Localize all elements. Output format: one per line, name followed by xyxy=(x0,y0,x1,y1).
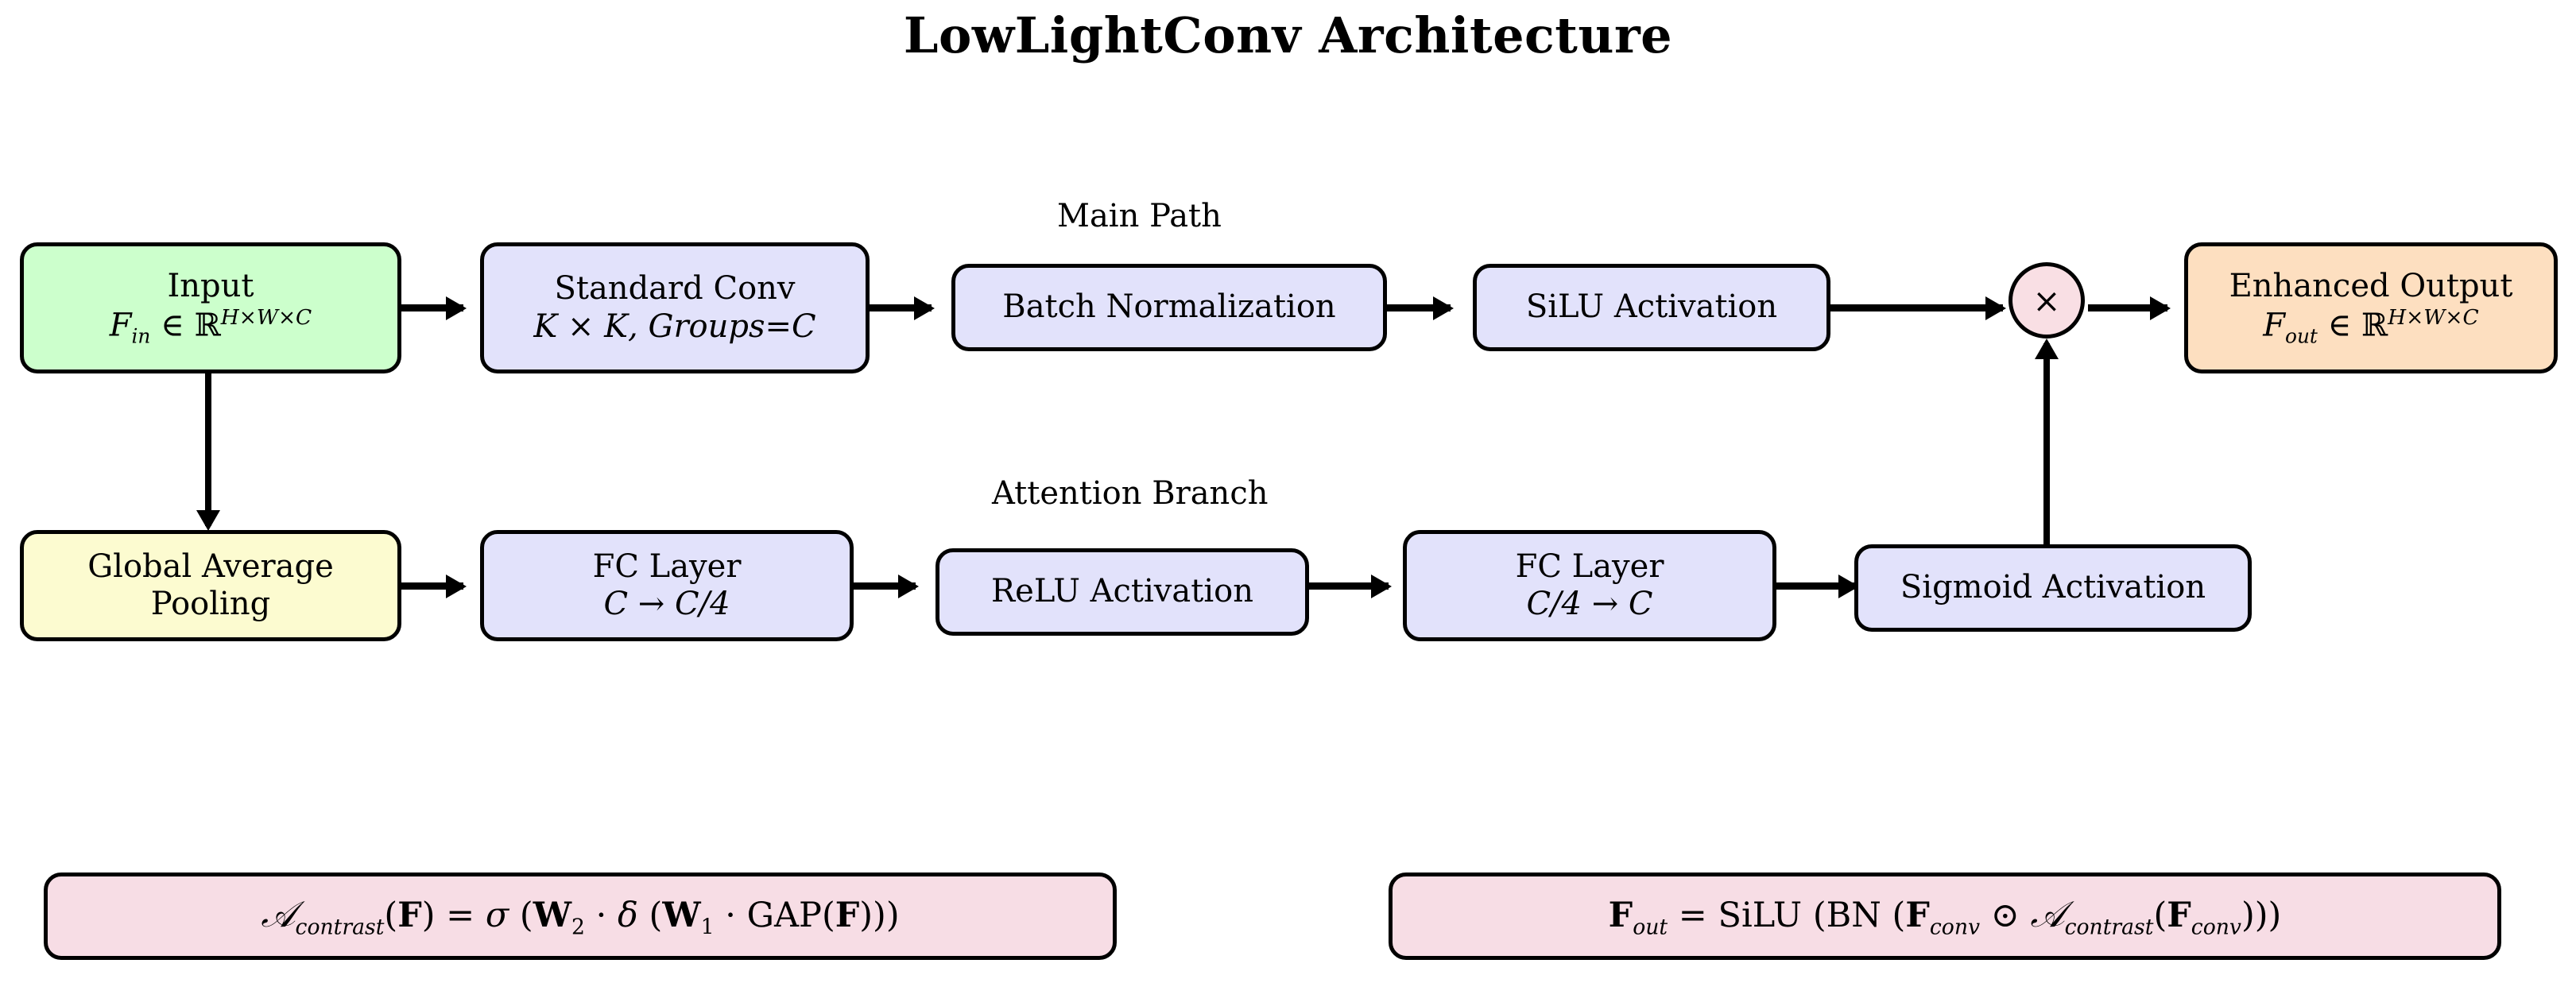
node-fc-layer-1[interactable]: FC Layer C → C/4 xyxy=(480,530,854,641)
formula-attention-F-arg: F xyxy=(835,895,860,935)
formula-output-text: Fout = SiLU (BN (Fconv ⊙ 𝒜contrast(Fconv… xyxy=(1609,893,2282,940)
node-global-average-pooling[interactable]: Global Average Pooling xyxy=(20,530,401,641)
formula-attention-dot2: · xyxy=(714,895,747,935)
input-subscript: in xyxy=(131,324,151,348)
formula-output-equals: = xyxy=(1668,895,1718,935)
arrow-multiply-to-output xyxy=(2088,304,2167,311)
arrow-sigmoid-to-multiply xyxy=(2043,343,2050,544)
arrow-conv-to-batchnorm xyxy=(870,304,932,311)
node-input-line2: Fin ∈ ℝH×W×C xyxy=(110,305,312,348)
input-superscript: H×W×C xyxy=(220,305,312,331)
node-fc2-line1: FC Layer xyxy=(1515,547,1664,585)
formula-output-open2: ( xyxy=(1881,895,1906,935)
formula-attention-W1: W xyxy=(662,895,701,935)
node-fc2-line2: C/4 → C xyxy=(1526,586,1653,622)
formula-attention: 𝒜contrast(F) = σ (W2 · δ (W1 · GAP(F))) xyxy=(44,873,1117,960)
node-fc1-line2: C → C/4 xyxy=(603,586,730,622)
arrow-input-to-gap xyxy=(205,373,211,526)
formula-attention-close: ))) xyxy=(859,895,900,935)
arrow-input-to-conv xyxy=(401,304,463,311)
formula-output-Fconv2: F xyxy=(2167,895,2191,935)
node-batchnorm-label: Batch Normalization xyxy=(1002,288,1336,326)
output-superscript: H×W×C xyxy=(2388,305,2479,331)
arrow-fc2-to-sigmoid xyxy=(1776,582,1856,590)
node-output-line1: Enhanced Output xyxy=(2229,268,2513,305)
input-relation: ∈ ℝ xyxy=(150,307,221,344)
node-silu-label: SiLU Activation xyxy=(1525,288,1778,326)
formula-attention-W2: W xyxy=(533,895,571,935)
attention-branch-label: Attention Branch xyxy=(992,475,1269,512)
node-sigmoid-activation[interactable]: Sigmoid Activation xyxy=(1854,544,2252,632)
node-fc-layer-2[interactable]: FC Layer C/4 → C xyxy=(1403,530,1776,641)
formula-output-open: ( xyxy=(1802,895,1826,935)
formula-attention-open: ( xyxy=(509,895,533,935)
formula-attention-equals: = xyxy=(435,895,486,935)
output-subscript: out xyxy=(2285,324,2318,348)
formula-output-Fconv2-sub: conv xyxy=(2191,915,2241,940)
formula-attention-paren-open: ( xyxy=(384,895,398,935)
node-conv-line2: K × K, Groups=C xyxy=(533,308,816,345)
node-gap-line2: Pooling xyxy=(150,586,271,622)
node-conv-line1: Standard Conv xyxy=(554,270,796,308)
formula-output-cal-A: 𝒜 xyxy=(2030,892,2065,935)
formula-output-bn: BN xyxy=(1826,895,1881,935)
formula-attention-W2-index: 2 xyxy=(571,915,585,940)
formula-attention-W1-index: 1 xyxy=(700,915,715,940)
formula-output-Fconv-sub: conv xyxy=(1929,915,1981,940)
node-fc1-line1: FC Layer xyxy=(592,547,742,585)
multiply-icon: × xyxy=(2032,281,2061,320)
formula-output-close: ))) xyxy=(2241,895,2282,935)
node-relu-activation[interactable]: ReLU Activation xyxy=(935,548,1309,636)
formula-attention-delta: δ xyxy=(617,895,638,935)
arrow-fc1-to-relu xyxy=(854,582,916,590)
input-symbol-F: F xyxy=(109,307,132,344)
arrow-silu-to-multiply xyxy=(1830,304,2003,311)
arrow-relu-to-fc2 xyxy=(1309,582,1389,590)
formula-output-Fconv: F xyxy=(1905,895,1930,935)
formula-output-silu: SiLU xyxy=(1718,895,1803,935)
formula-output-odot: ⊙ xyxy=(1980,895,2031,935)
main-path-label: Main Path xyxy=(1057,198,1222,234)
node-input[interactable]: Input Fin ∈ ℝH×W×C xyxy=(20,242,401,373)
arrow-gap-to-fc1 xyxy=(401,582,463,590)
formula-output-subscript: out xyxy=(1633,915,1668,940)
formula-attention-dot1: · xyxy=(584,895,618,935)
node-standard-conv[interactable]: Standard Conv K × K, Groups=C xyxy=(480,242,870,373)
page-title: LowLightConv Architecture xyxy=(903,6,1673,64)
node-input-line1: Input xyxy=(167,268,254,305)
formula-attention-paren-close: ) xyxy=(421,895,436,935)
node-gap-line1: Global Average xyxy=(87,547,334,585)
node-batch-normalization[interactable]: Batch Normalization xyxy=(951,264,1387,351)
multiply-node[interactable]: × xyxy=(2009,262,2085,339)
formula-attention-gap: GAP( xyxy=(746,895,835,935)
formula-attention-open2: ( xyxy=(637,895,663,935)
formula-output: Fout = SiLU (BN (Fconv ⊙ 𝒜contrast(Fconv… xyxy=(1389,873,2501,960)
arrow-batchnorm-to-silu xyxy=(1387,304,1451,311)
formula-attention-sigma: σ xyxy=(485,895,509,935)
node-relu-label: ReLU Activation xyxy=(991,573,1253,610)
output-relation: ∈ ℝ xyxy=(2317,307,2388,344)
node-output-line2: Fout ∈ ℝH×W×C xyxy=(2263,305,2478,348)
formula-attention-text: 𝒜contrast(F) = σ (W2 · δ (W1 · GAP(F))) xyxy=(261,893,899,940)
formula-output-open3: ( xyxy=(2153,895,2167,935)
output-symbol-F: F xyxy=(2263,307,2286,344)
node-silu-activation[interactable]: SiLU Activation xyxy=(1473,264,1830,351)
node-enhanced-output[interactable]: Enhanced Output Fout ∈ ℝH×W×C xyxy=(2184,242,2558,373)
formula-output-cal-sub: contrast xyxy=(2064,915,2154,940)
formula-output-F: F xyxy=(1608,895,1633,935)
node-sigmoid-label: Sigmoid Activation xyxy=(1900,569,2206,606)
formula-attention-cal-A: 𝒜 xyxy=(261,892,296,935)
formula-attention-F: F xyxy=(397,895,422,935)
formula-attention-subscript: contrast xyxy=(295,915,385,940)
